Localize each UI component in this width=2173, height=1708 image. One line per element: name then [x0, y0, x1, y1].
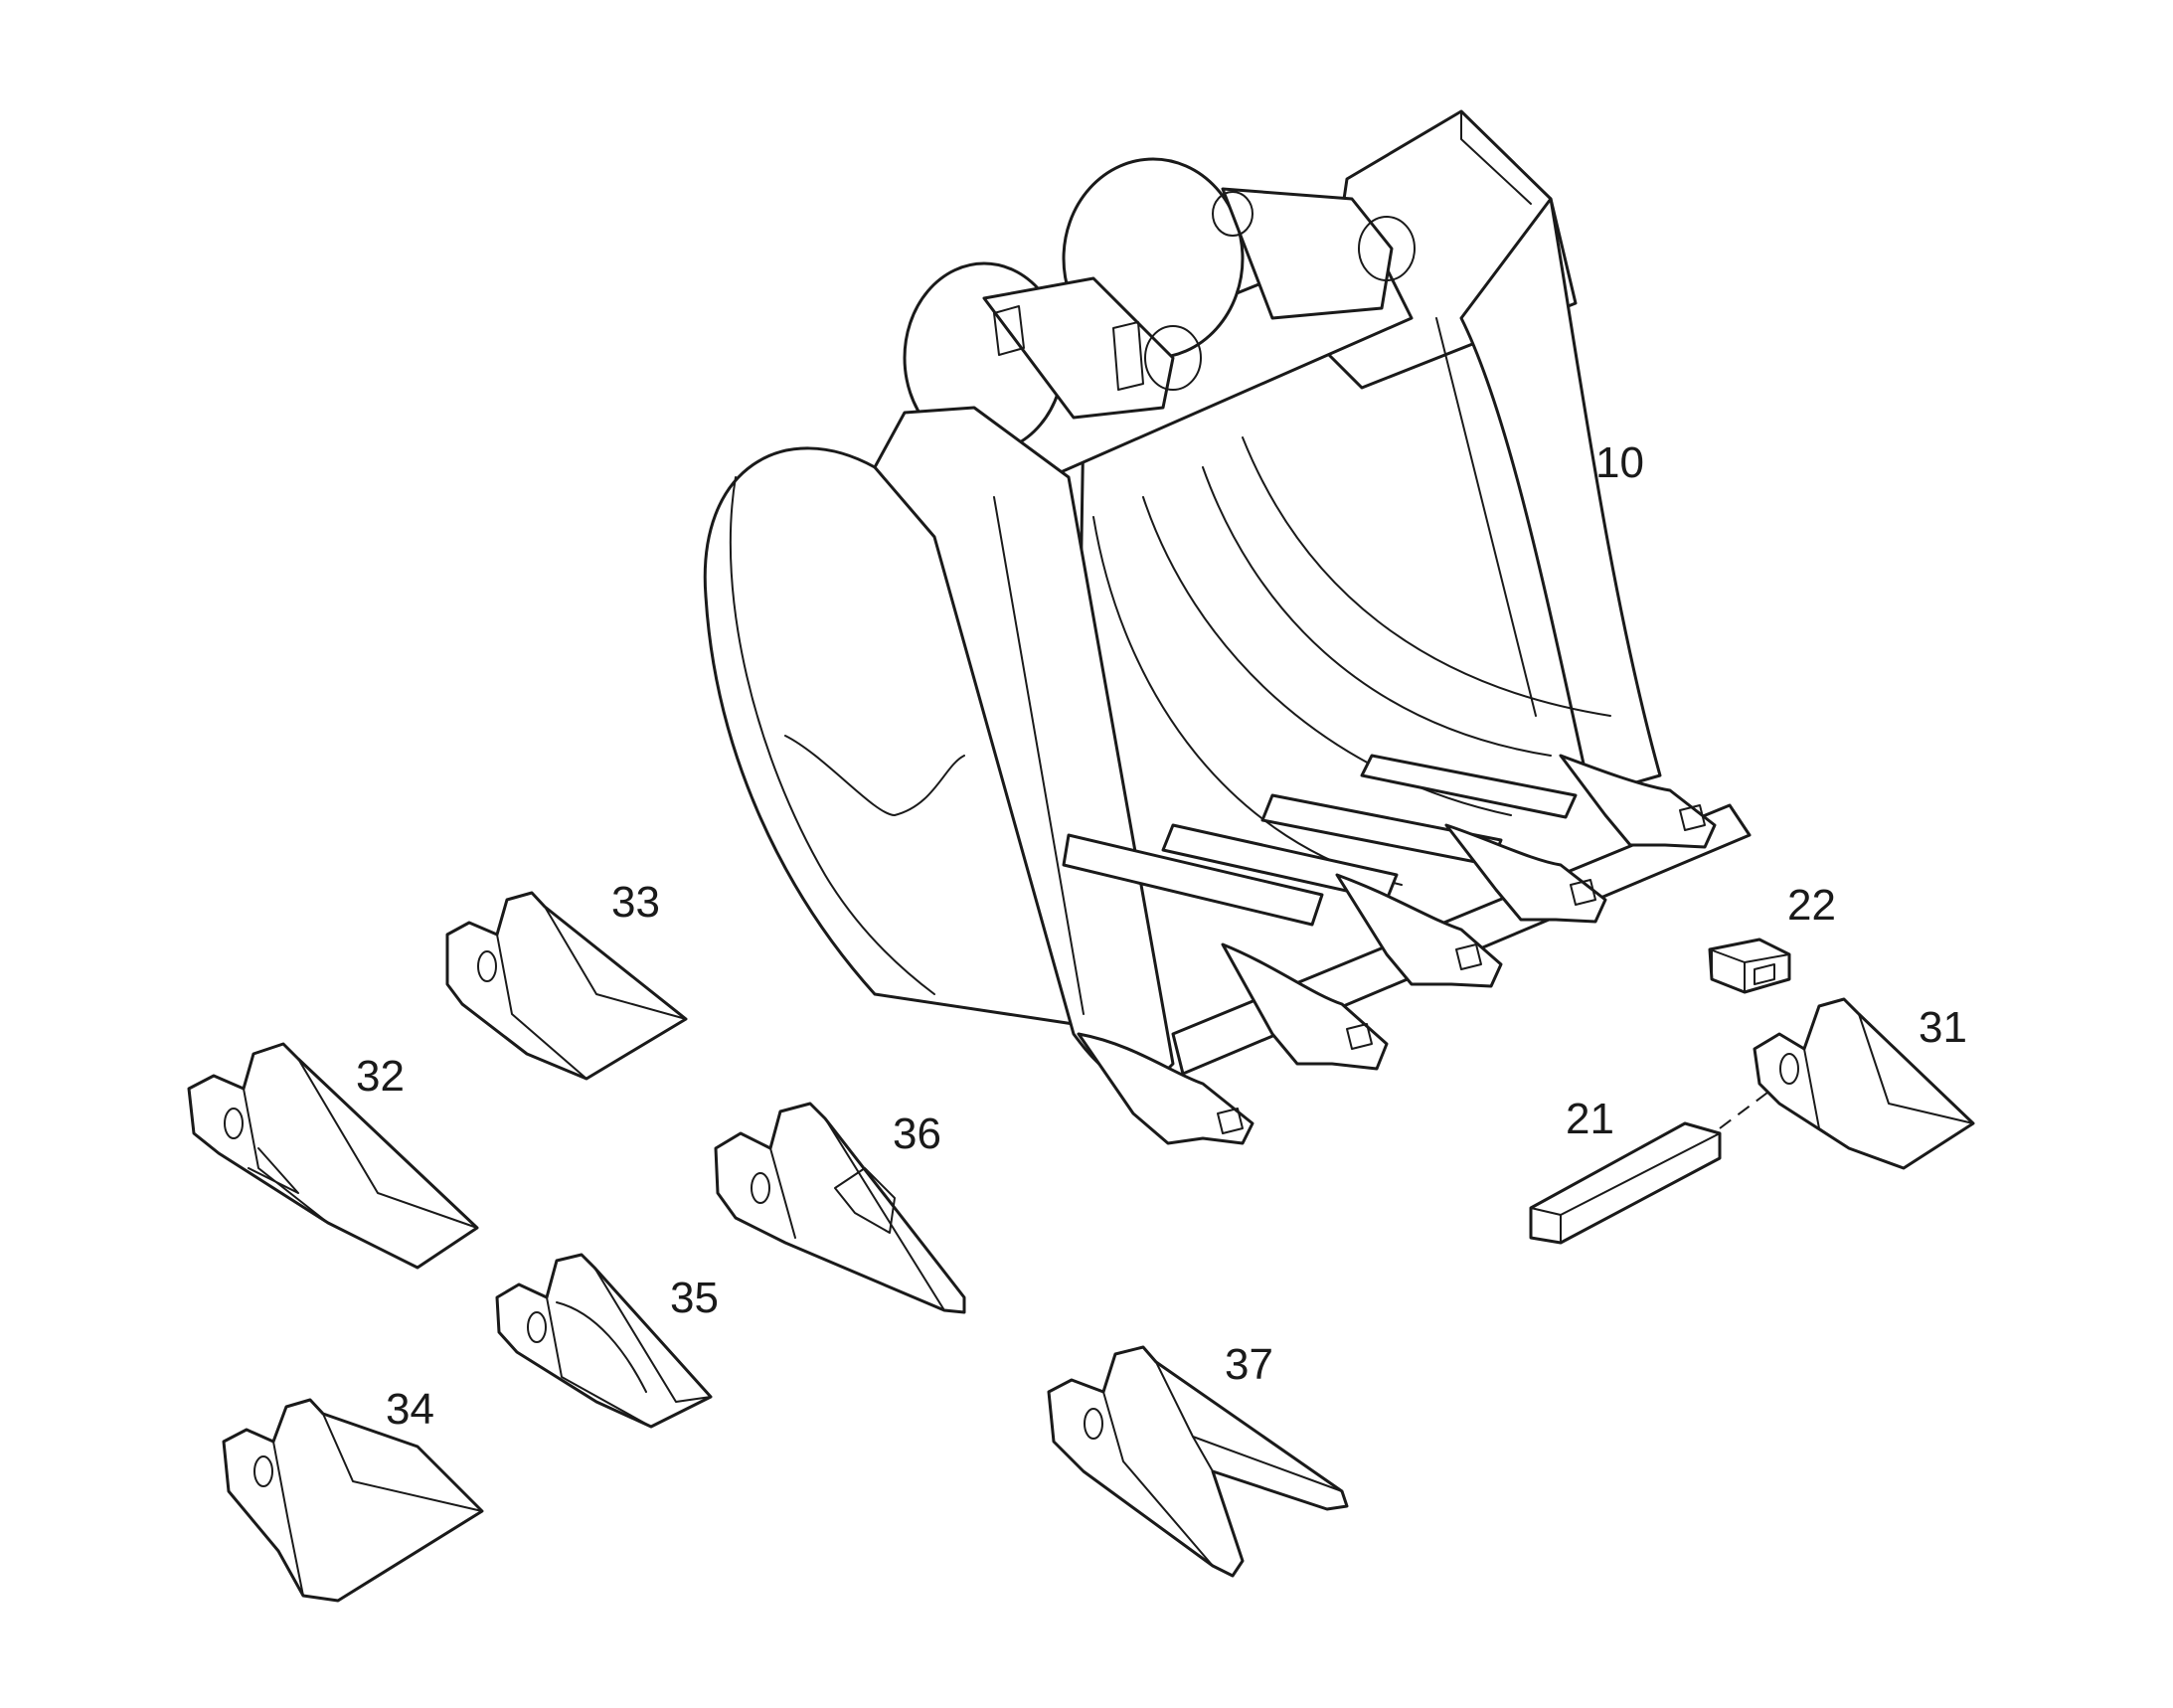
label-32: 32: [356, 1052, 405, 1101]
pin-part-21: [1529, 1121, 1722, 1245]
retainer-part-22: [1708, 938, 1791, 994]
label-35: 35: [670, 1274, 719, 1322]
label-21: 21: [1566, 1095, 1614, 1143]
tooth-part-35: [495, 1253, 713, 1429]
label-31: 31: [1919, 1003, 1967, 1052]
bucket-part-10: [703, 109, 1752, 1145]
tooth-part-36: [714, 1102, 966, 1314]
tooth-part-31: [1753, 997, 1975, 1170]
tooth-part-37: [1047, 1345, 1349, 1578]
tooth-part-34: [222, 1398, 484, 1603]
label-36: 36: [893, 1110, 941, 1158]
tooth-part-33: [445, 891, 688, 1081]
label-34: 34: [386, 1385, 434, 1434]
label-37: 37: [1225, 1340, 1273, 1389]
tooth-part-32: [187, 1042, 479, 1270]
label-33: 33: [611, 878, 660, 927]
pin-dash-line: [1719, 1083, 1780, 1129]
label-22: 22: [1787, 881, 1836, 930]
label-10: 10: [1595, 438, 1644, 487]
